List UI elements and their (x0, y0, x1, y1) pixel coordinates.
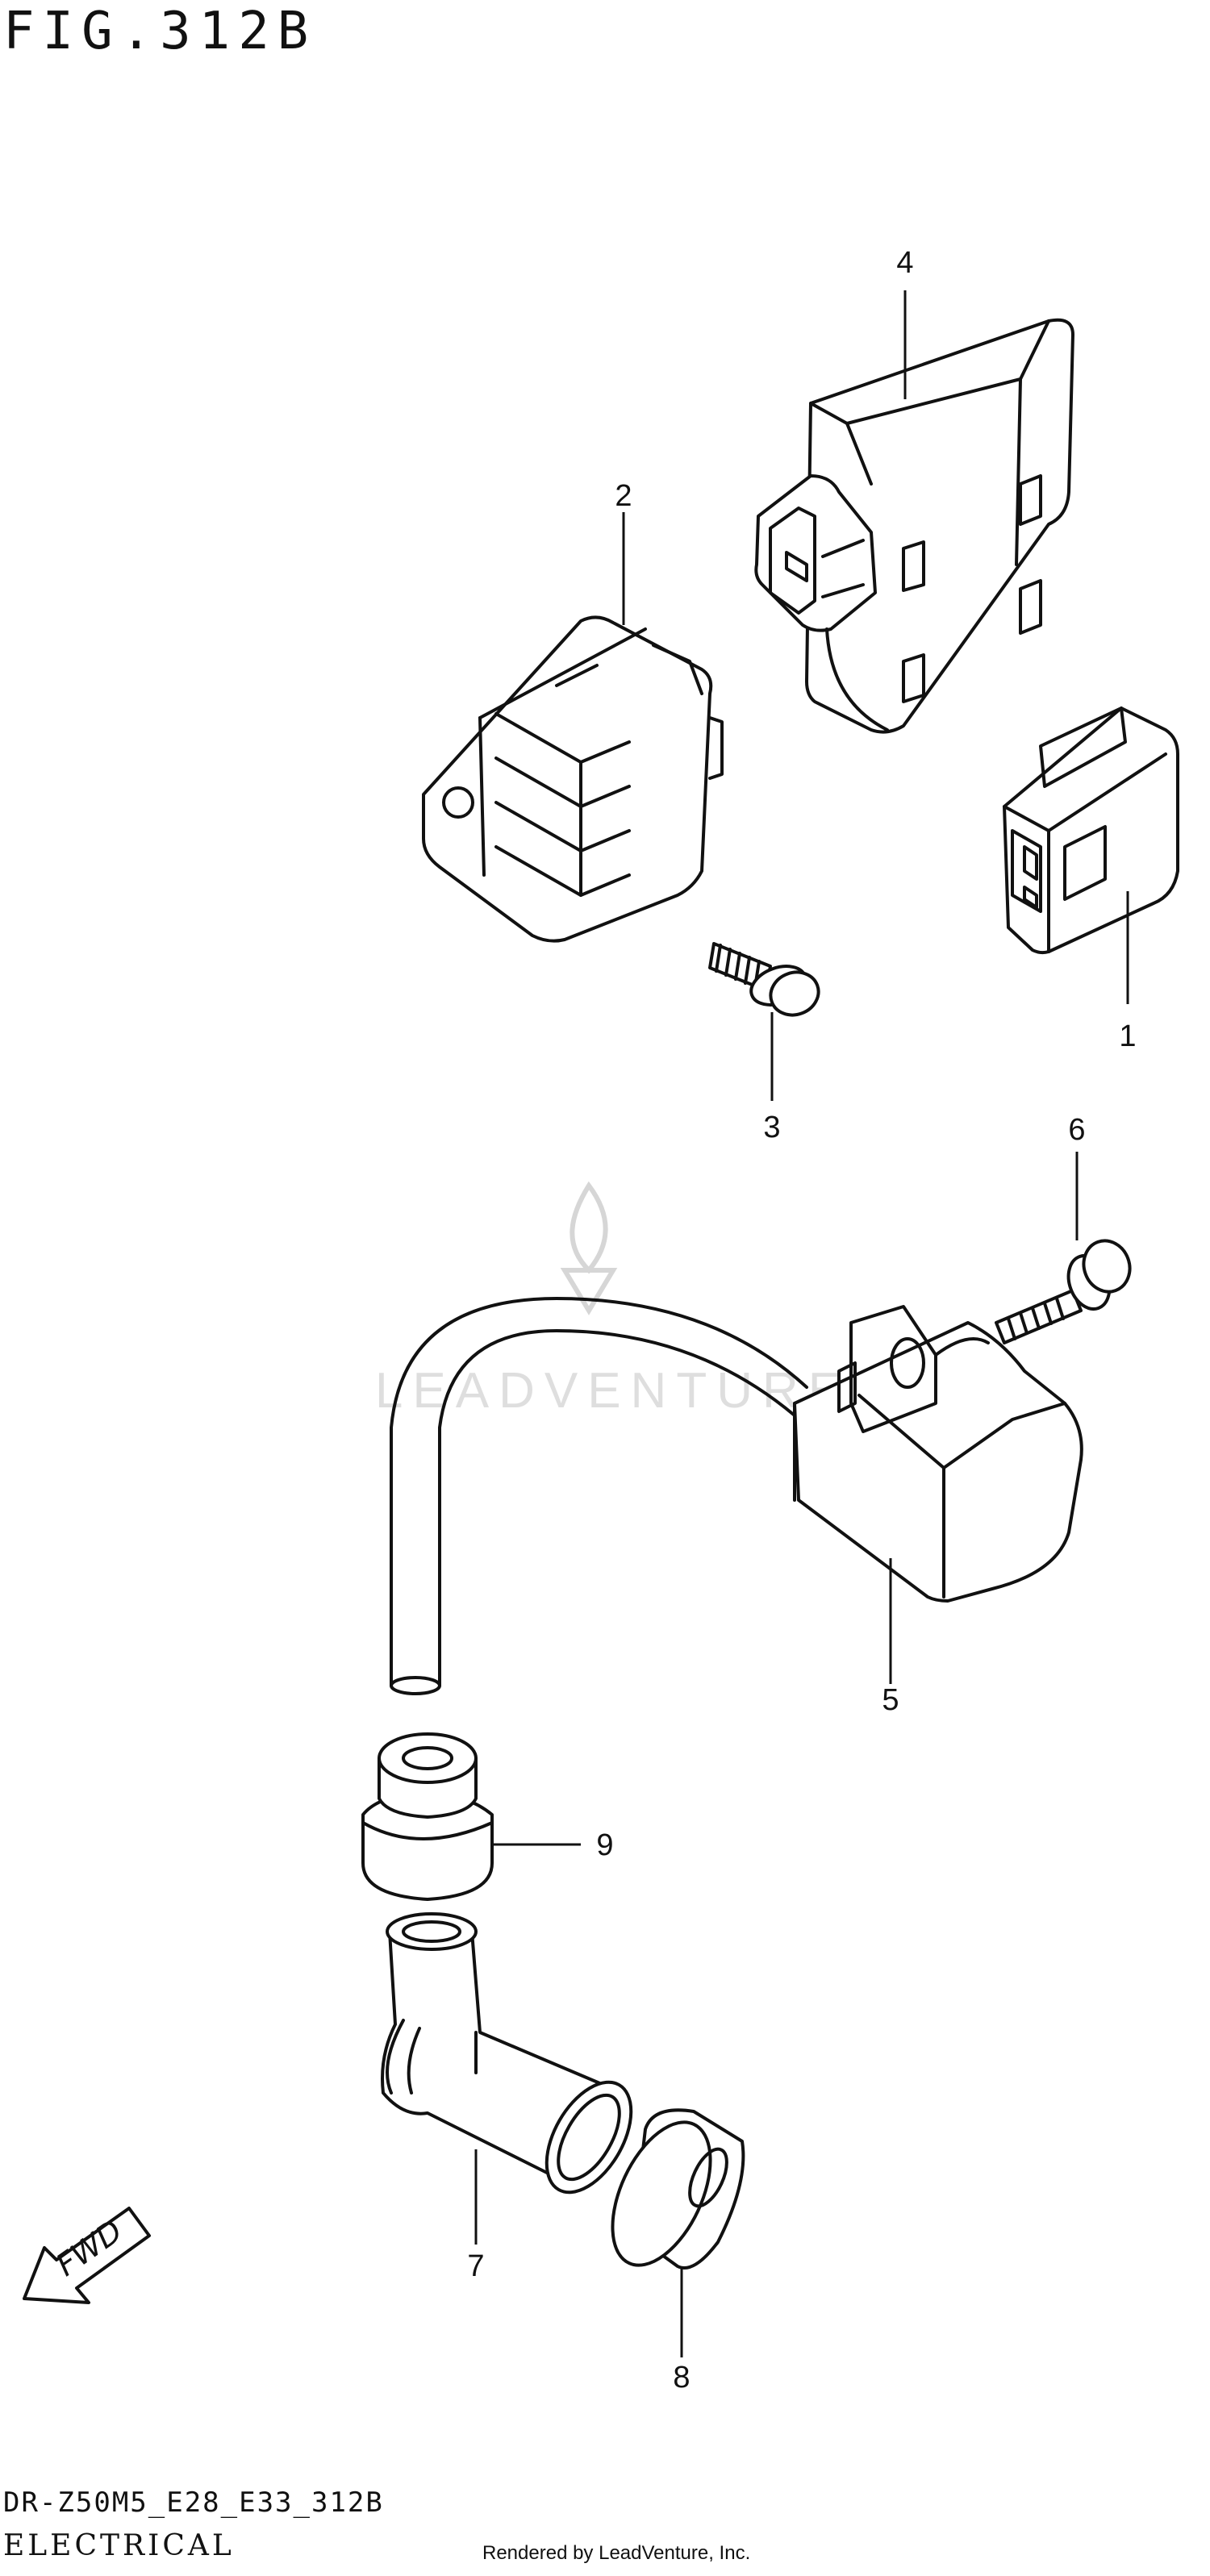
part-6-bolt[interactable] (995, 1234, 1137, 1344)
part-9-grommet[interactable] (361, 1732, 494, 1901)
part-1-coupler[interactable] (1003, 707, 1179, 955)
leader-lines (474, 290, 1129, 2357)
fwd-arrow: FWD (23, 2207, 151, 2304)
callout-7: 7 (467, 2249, 484, 2283)
render-credit: Rendered by LeadVenture, Inc. (482, 2542, 751, 2564)
callout-4: 4 (896, 246, 913, 280)
watermark-text: LEADVENTURE (375, 1363, 851, 1419)
part-7-elbow[interactable] (381, 1912, 649, 2207)
callout-3: 3 (763, 1111, 780, 1144)
callout-9: 9 (596, 1828, 613, 1862)
part-5-horn[interactable] (390, 1297, 1083, 1695)
diagram-code: DR-Z50M5_E28_E33_312B (3, 2486, 384, 2519)
callout-8: 8 (673, 2361, 690, 2395)
part-3-bolt[interactable] (708, 942, 824, 1022)
callout-2: 2 (615, 479, 632, 513)
part-8-cap[interactable] (593, 2107, 745, 2280)
callout-5: 5 (882, 1683, 899, 1717)
callout-6: 6 (1068, 1113, 1085, 1147)
callouts: 4 2 1 3 6 5 9 7 8 (467, 246, 1136, 2395)
part-4-control-unit[interactable] (754, 318, 1074, 734)
callout-1: 1 (1119, 1019, 1136, 1053)
part-2-regulator[interactable] (422, 615, 724, 943)
category-label: ELECTRICAL (3, 2529, 235, 2562)
figure-title: FIG.312B (3, 2, 317, 61)
